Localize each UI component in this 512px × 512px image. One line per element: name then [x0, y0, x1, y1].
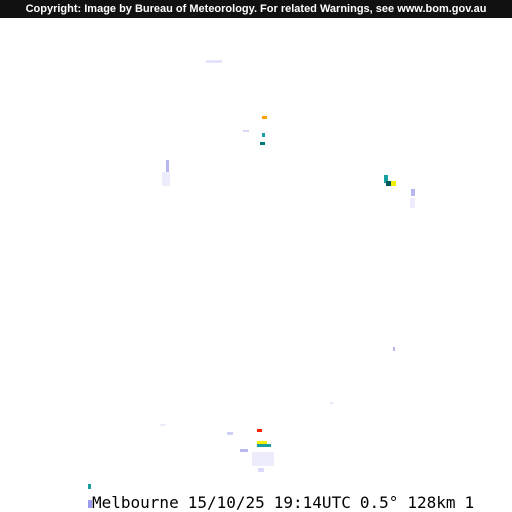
caption-location: Melbourne: [92, 493, 179, 512]
echo-south-faint1: [252, 452, 274, 466]
radar-caption: Melbourne 15/10/25 19:14UTC 0.5° 128km 1: [92, 492, 474, 512]
echo-south-lav2: [240, 449, 248, 452]
echo-east-teal: [384, 175, 388, 183]
caption-time: 19:14UTC: [273, 493, 351, 512]
echo-south-yellow: [257, 441, 267, 444]
echo-west-lavender: [166, 160, 169, 172]
echo-north-dark: [260, 142, 265, 145]
echo-east-dark: [386, 181, 392, 186]
echo-east-faint: [411, 189, 415, 196]
caption-range: 128km: [407, 493, 456, 512]
echo-mid-speck2: [330, 402, 333, 404]
echo-east-yellow: [391, 181, 396, 186]
copyright-bar: Copyright: Image by Bureau of Meteorolog…: [0, 0, 512, 18]
caption-date: 15/10/25: [187, 493, 265, 512]
caption-frame: 1: [464, 493, 475, 512]
echo-south-lav1: [227, 432, 233, 435]
caption-elevation: 0.5°: [359, 493, 399, 512]
echo-north-faint: [243, 130, 249, 132]
echo-west-faint: [162, 172, 170, 186]
echo-north-orange: [262, 116, 267, 119]
echo-east-faint2: [410, 198, 415, 208]
echo-south-teal: [257, 444, 271, 447]
echo-bl-lav: [88, 500, 92, 508]
echo-south-faint3: [160, 424, 166, 426]
echo-south-red: [257, 429, 262, 432]
echo-bl-teal: [88, 484, 91, 489]
echo-north-teal: [262, 133, 265, 137]
echo-top-faint: [206, 60, 222, 63]
echo-mid-speck: [393, 347, 395, 351]
echo-south-faint2: [258, 468, 264, 472]
